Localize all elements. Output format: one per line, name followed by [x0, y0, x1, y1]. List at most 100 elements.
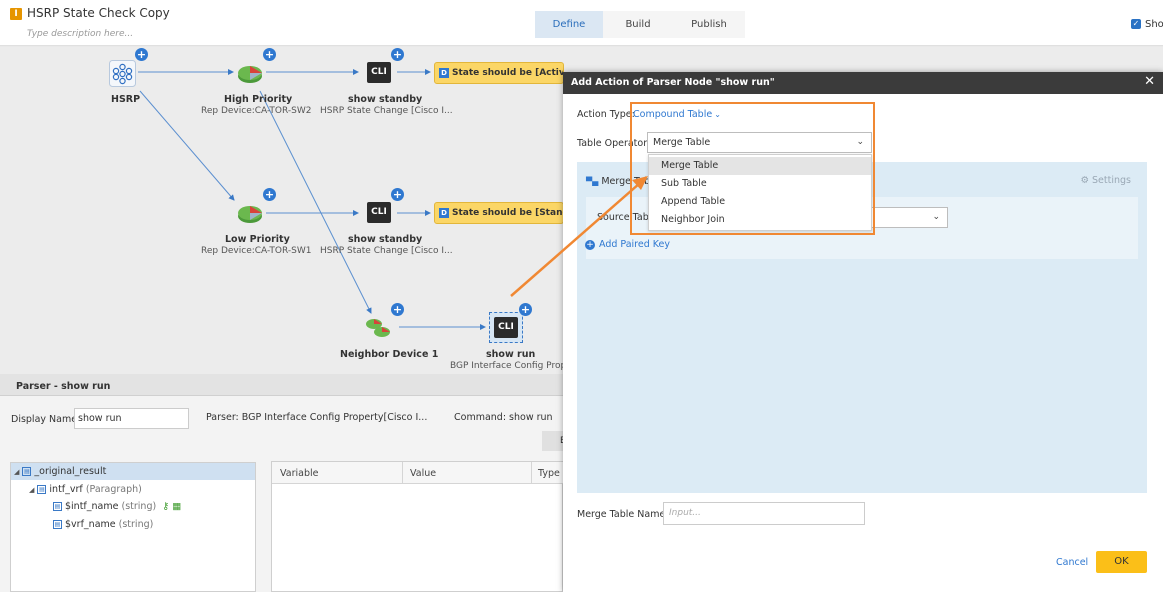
parser-info: Parser: BGP Interface Config Property[Ci…: [206, 412, 428, 423]
source-table-select[interactable]: ⌄: [870, 207, 948, 228]
collapse-triangle-icon[interactable]: ◢: [29, 486, 35, 494]
node-sub-show-standby-2: HSRP State Change [Cisco I...: [320, 246, 453, 256]
table-operator-label: Table Operator:: [577, 138, 651, 149]
tree-item-type: (string): [118, 519, 154, 530]
command-info: Command: show run: [454, 412, 553, 423]
cancel-button[interactable]: Cancel: [1056, 557, 1089, 568]
show-checkbox[interactable]: ✓: [1131, 19, 1141, 29]
node-sub-low-priority: Rep Device:CA-TOR-SW1: [201, 246, 312, 256]
action-type-label: Action Type:: [577, 109, 635, 120]
tree-item-vrf-name[interactable]: ▤$vrf_name (string): [53, 519, 153, 530]
tree-item-label: _original_result: [34, 466, 107, 477]
router-device-icon[interactable]: [236, 202, 264, 226]
settings-link[interactable]: ⚙ Settings: [1080, 175, 1131, 186]
merge-table-name-label: Merge Table Name:: [577, 509, 669, 520]
tree-item-type: (string): [121, 501, 157, 512]
state-check-label: State should be [Standby]: [452, 208, 563, 218]
add-paired-key-button[interactable]: + Add Paired Key: [585, 239, 670, 250]
show-label: Sho: [1145, 19, 1163, 30]
close-icon[interactable]: ✕: [1144, 74, 1155, 89]
gear-icon: ⚙: [1080, 175, 1089, 186]
tree-item-original-result[interactable]: ◢ ▤_original_result: [11, 463, 255, 480]
column-value[interactable]: Value: [410, 468, 437, 479]
node-label-hsrp: HSRP: [111, 94, 141, 105]
variable-icon: ▤: [53, 520, 62, 529]
tree-item-label: intf_vrf: [49, 484, 83, 495]
node-sub-show-standby: HSRP State Change [Cisco I...: [320, 106, 453, 116]
table-operator-value: Merge Table: [653, 137, 711, 148]
settings-label: Settings: [1092, 175, 1131, 186]
variable-icon: ▤: [53, 502, 62, 511]
node-label-show-run: show run: [486, 349, 536, 360]
app-title: HSRP State Check Copy: [27, 6, 170, 20]
column-type[interactable]: Type: [538, 468, 560, 479]
add-node-plus-icon[interactable]: +: [391, 188, 404, 201]
tab-publish[interactable]: Publish: [691, 19, 727, 30]
action-type-value: Compound Table: [633, 109, 713, 120]
cli-icon[interactable]: CLI: [494, 317, 518, 338]
mode-tabs: Define Build Publish: [535, 11, 745, 38]
merge-panel-title: ▀▄ Merge Tabl: [586, 176, 653, 187]
tree-item-intf-vrf[interactable]: ◢ ▤intf_vrf (Paragraph): [29, 484, 142, 495]
parser-edit-button[interactable]: E: [542, 431, 566, 451]
column-divider: [402, 462, 403, 484]
merge-panel-title-text: Merge Tabl: [601, 176, 653, 187]
neighbor-device-icon[interactable]: [364, 315, 392, 339]
add-node-plus-icon[interactable]: +: [263, 48, 276, 61]
cli-icon[interactable]: CLI: [367, 62, 391, 83]
description-input[interactable]: Type description here...: [27, 29, 134, 39]
node-label-neighbor-device: Neighbor Device 1: [340, 349, 439, 360]
table-link-icon[interactable]: ▦: [172, 501, 182, 512]
display-name-label: Display Name:: [11, 414, 81, 425]
node-sub-show-run: BGP Interface Config Prop...: [450, 361, 575, 371]
merge-table-name-input[interactable]: Input...: [663, 502, 865, 525]
table-operator-options: Merge Table Sub Table Append Table Neigh…: [648, 154, 872, 231]
variable-table-header: Variable Value Type: [272, 462, 564, 484]
add-node-plus-icon[interactable]: +: [135, 48, 148, 61]
top-bar: I HSRP State Check Copy Type description…: [0, 0, 1163, 46]
add-node-plus-icon[interactable]: +: [263, 188, 276, 201]
dialog-title: Add Action of Parser Node "show run": [571, 77, 775, 88]
node-label-show-standby: show standby: [348, 94, 423, 105]
variable-table: Variable Value Type: [271, 461, 564, 592]
data-badge-icon: D: [439, 67, 449, 78]
ok-button[interactable]: OK: [1096, 551, 1147, 573]
table-operator-select[interactable]: Merge Table ⌄: [647, 132, 872, 153]
add-node-plus-icon[interactable]: +: [391, 48, 404, 61]
paragraph-icon: ▤: [37, 485, 47, 494]
add-node-plus-icon[interactable]: +: [391, 303, 404, 316]
parser-header: [0, 374, 563, 396]
collapse-triangle-icon[interactable]: ◢: [14, 468, 20, 476]
tree-item-intf-name[interactable]: ▤$intf_name (string) ⚷ ▦: [53, 501, 181, 512]
node-label-show-standby-2: show standby: [348, 234, 423, 245]
option-neighbor-join[interactable]: Neighbor Join: [661, 214, 725, 225]
plus-circle-icon: +: [585, 239, 595, 250]
tab-build[interactable]: Build: [625, 19, 651, 30]
add-node-plus-icon[interactable]: +: [519, 303, 532, 316]
tree-item-type: (Paragraph): [85, 484, 142, 495]
tree-item-label: $vrf_name: [65, 519, 116, 530]
add-paired-key-label: Add Paired Key: [599, 239, 670, 250]
hsrp-group-icon[interactable]: [109, 60, 136, 87]
display-name-input[interactable]: show run: [74, 408, 189, 429]
result-tree: ◢ ▤_original_result ◢ ▤intf_vrf (Paragra…: [10, 462, 256, 592]
state-check-label: State should be [Active]: [452, 68, 564, 78]
cli-icon[interactable]: CLI: [367, 202, 391, 223]
action-type-dropdown[interactable]: Compound Table⌄: [633, 109, 721, 120]
router-device-icon[interactable]: [236, 62, 264, 86]
chevron-down-icon: ⌄: [932, 212, 940, 222]
node-label-low-priority: Low Priority: [225, 234, 290, 245]
dialog-header: Add Action of Parser Node "show run" ✕: [563, 72, 1163, 94]
option-append-table[interactable]: Append Table: [661, 196, 726, 207]
callout-highlight-box: [630, 102, 875, 235]
column-variable[interactable]: Variable: [280, 468, 319, 479]
tab-define[interactable]: Define: [535, 11, 603, 38]
chevron-down-icon: ⌄: [856, 137, 864, 147]
tree-item-label: $intf_name: [65, 501, 119, 512]
app-icon: I: [10, 8, 22, 20]
option-merge-table[interactable]: Merge Table: [649, 157, 871, 175]
option-sub-table[interactable]: Sub Table: [661, 178, 707, 189]
key-icon[interactable]: ⚷: [162, 501, 170, 512]
